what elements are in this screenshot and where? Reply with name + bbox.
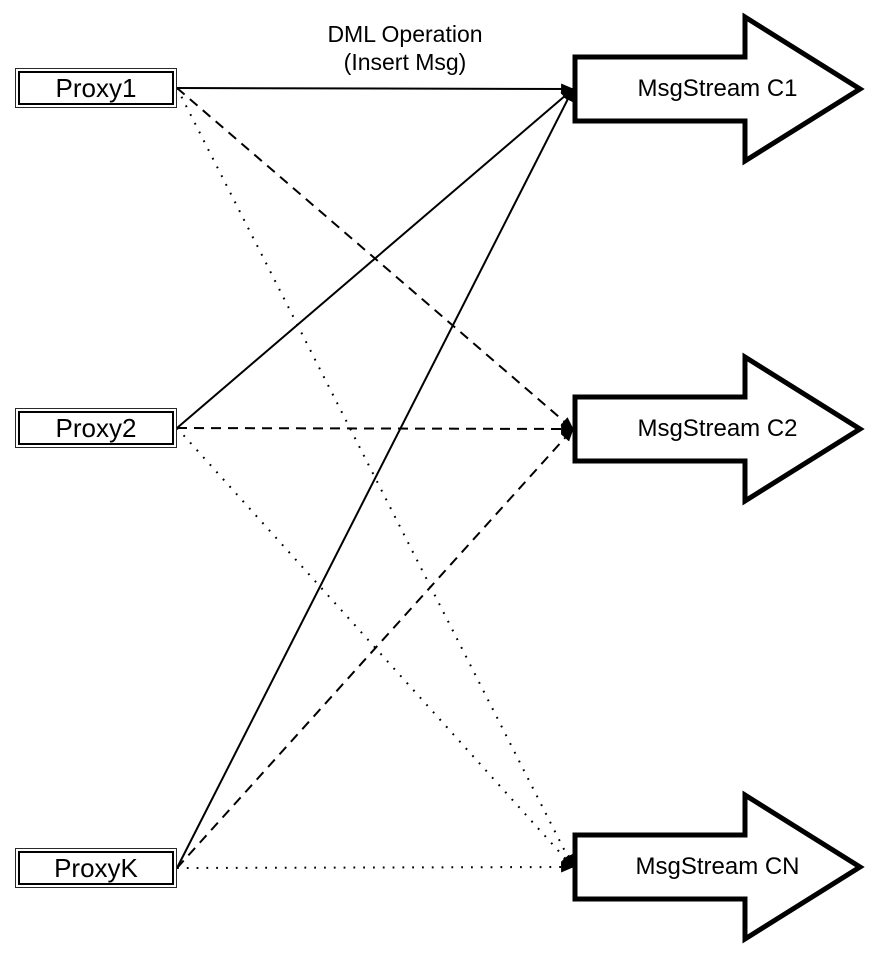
msgstream-c2-label: MsgStream C2 [637, 415, 798, 442]
node-proxyk: ProxyK [15, 848, 177, 888]
dml-operation-label-line1: DML Operation [327, 21, 483, 47]
connector-proxyk-to-c2 [176, 428, 574, 869]
connector-proxyk-to-cn [176, 861, 575, 873]
node-proxy1: Proxy1 [15, 68, 177, 108]
node-proxy1-label: Proxy1 [55, 73, 137, 103]
connector-proxy1-to-c1 [176, 83, 575, 95]
msgstream-c1-arrow-shape [572, 12, 865, 166]
connector-proxy2-to-c1 [176, 88, 574, 429]
connector-proxy2-to-c2 [176, 423, 575, 435]
dml-operation-label: DML Operation (Insert Msg) [255, 20, 555, 76]
msgstream-c2-arrow-shape [572, 352, 865, 506]
connector-group [176, 83, 575, 873]
dml-operation-label-line2: (Insert Msg) [343, 49, 467, 75]
msgstream-c1-label: MsgStream C1 [637, 75, 798, 102]
connector-proxyk-to-c1 [176, 88, 574, 869]
msgstream-cn-label: MsgStream CN [635, 853, 800, 880]
node-proxyk-label: ProxyK [54, 853, 138, 883]
msgstream-cn-arrow-shape [572, 790, 865, 944]
node-proxy2-label: Proxy2 [55, 413, 137, 443]
node-proxy2: Proxy2 [15, 408, 177, 448]
